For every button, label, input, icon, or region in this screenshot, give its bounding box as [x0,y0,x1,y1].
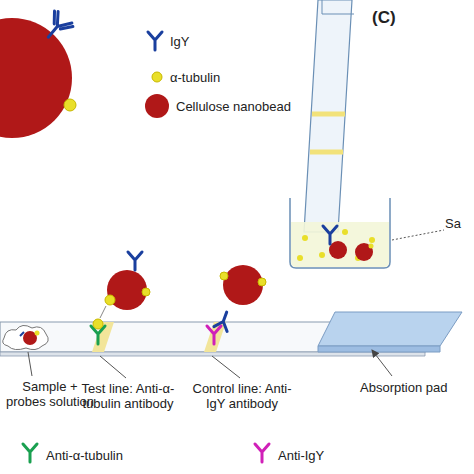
control-line-complex [207,265,266,344]
drawing-part [142,288,150,296]
tubulin-dot [64,99,76,111]
sample-label: Sa [445,216,471,231]
drawing-part [20,332,24,336]
drawing-part [39,10,74,45]
drawing-part [100,306,106,318]
legend-text: α-tubulin [170,70,220,85]
legend-icons [145,32,169,118]
legend-icons-bottom [23,444,269,462]
part-label: Absorption pad [360,380,470,395]
drawing-part [323,226,337,244]
drawing-part [152,72,162,82]
drawing-part [322,0,354,14]
drawing-part [148,32,162,50]
drawing-part [297,255,303,261]
drawing-part [369,244,374,249]
legend-text: Cellulose nanobead [176,99,291,114]
drawing-part [105,295,115,305]
drawing-part [372,350,392,376]
legend-text: Anti-α-tubulin [46,448,123,463]
legend-text: Anti-IgY [278,448,324,463]
drawing-part [304,0,352,232]
drawing-part [28,352,32,376]
drawing-part [3,325,49,349]
igy-antibody [39,10,74,45]
drawing-part [302,235,308,241]
drawing-part [100,356,126,378]
drawing-part [128,252,142,270]
drawing-part [342,229,348,235]
drawing-part [290,198,390,268]
part-label: Control line: Anti-IgY antibody [190,381,294,411]
drawing-part [258,278,266,286]
legend-text: IgY [170,34,190,49]
drawing-part [310,150,343,155]
drawing-part [255,444,269,462]
drawing-part [214,310,233,332]
leader-line [392,230,444,240]
test-line-complex [91,252,150,344]
nanobead [0,18,72,138]
drawing-part [207,326,221,344]
drawing-part [35,331,40,336]
drawing-part [318,312,462,346]
drawing-part [318,346,440,352]
drawing-part [0,352,425,356]
panel-label: (C) [372,8,432,28]
drawing-part [212,356,240,378]
drawing-part [214,310,233,332]
drawing-part [319,252,325,258]
drawing-part [312,112,345,117]
drawing-part [329,241,347,259]
drawing-part [223,265,263,305]
drawing-part [220,272,228,280]
probe-illustration [0,10,76,138]
drawing-part [355,243,373,261]
flow-strip [0,312,462,356]
drawing-part [23,444,37,462]
drawing-part [93,319,103,329]
drawing-part [369,237,375,243]
leader-lines [28,350,392,378]
drawing-part [291,222,389,267]
drawing-part [145,94,169,118]
part-label: Test line: Anti-α-tubulin antibody [80,381,176,411]
dipstick-illustration [290,0,444,268]
drawing-part [128,252,142,270]
